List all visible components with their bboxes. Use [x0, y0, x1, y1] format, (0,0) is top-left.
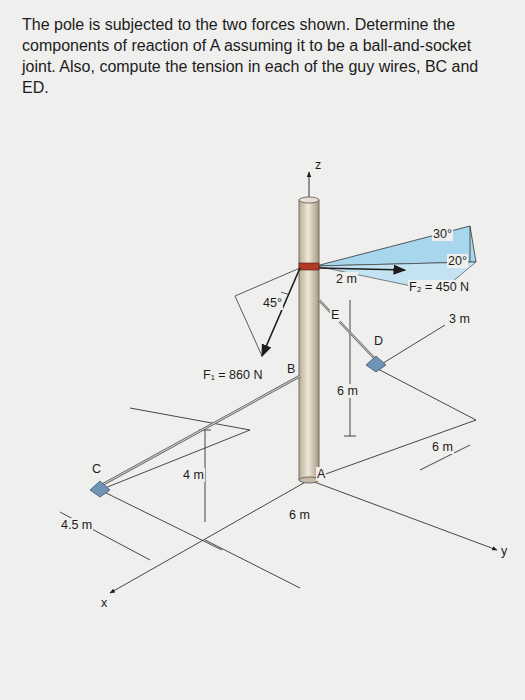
- dimension-label: 2 m: [335, 272, 358, 286]
- point-label: C: [91, 462, 102, 476]
- angle-label: 30°: [432, 227, 453, 241]
- dimension-label: 4.5 m: [60, 518, 93, 532]
- force-label: F₂ = 450 N: [408, 280, 470, 294]
- point-label: B: [286, 362, 296, 376]
- axis-label: x: [100, 596, 108, 610]
- dimension-label: 6 m: [288, 508, 311, 522]
- dimension-label: 6 m: [336, 384, 359, 398]
- point-label: D: [373, 334, 384, 348]
- angle-label: 20°: [447, 254, 468, 268]
- point-label: E: [330, 308, 340, 322]
- point-label: A: [316, 467, 326, 481]
- dimension-label: 3 m: [448, 312, 471, 326]
- dimension-label: 4 m: [182, 468, 205, 482]
- force-label: F₁ = 860 N: [202, 368, 263, 382]
- problem-statement: The pole is subjected to the two forces …: [22, 14, 506, 98]
- angle-label: 45°: [262, 296, 283, 310]
- dimension-label: 6 m: [431, 440, 454, 454]
- axis-label: y: [500, 544, 508, 558]
- axis-label: z: [314, 158, 322, 172]
